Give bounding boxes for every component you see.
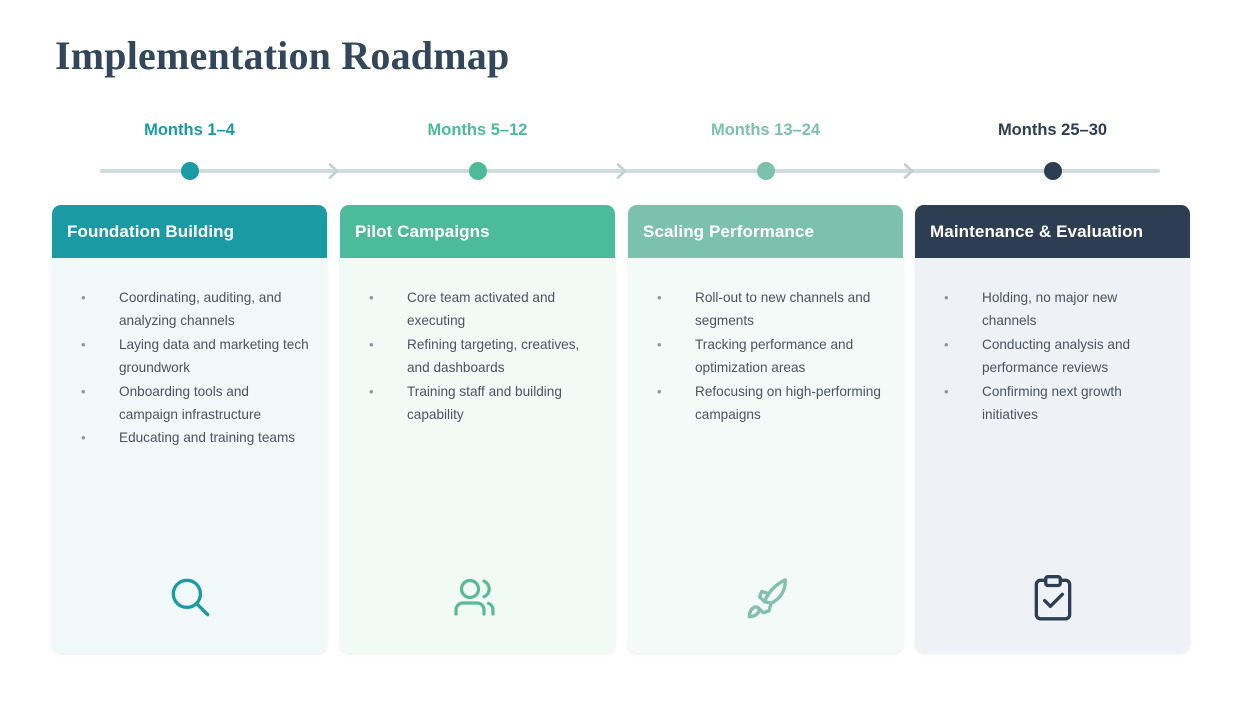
card-header-2: Pilot Campaigns [340, 205, 615, 258]
card-body-2: Core team activated and executingRefinin… [340, 258, 615, 653]
card-title-1: Foundation Building [67, 221, 235, 241]
card-title-3: Scaling Performance [643, 221, 815, 241]
timeline-dot-3 [756, 162, 775, 180]
list-item: Holding, no major new channels [929, 286, 1172, 333]
page-title: Implementation Roadmap [55, 33, 510, 78]
clipboard-check-icon [915, 571, 1190, 625]
list-item: Core team activated and executing [354, 286, 597, 333]
list-item: Educating and training teams [66, 426, 309, 450]
card-body-1: Coordinating, auditing, and analyzing ch… [52, 258, 327, 653]
card-bullet-list-3: Roll-out to new channels and segmentsTra… [642, 286, 885, 426]
list-item: Refocusing on high-performing campaigns [642, 380, 885, 427]
timeline-label-1: Months 1–4 [144, 121, 235, 139]
users-icon [340, 571, 615, 625]
phase-card-3[interactable]: Scaling PerformanceRoll-out to new chann… [628, 205, 903, 653]
list-item: Coordinating, auditing, and analyzing ch… [66, 286, 309, 333]
timeline-label-2: Months 5–12 [427, 121, 528, 139]
timeline-dot-4 [1043, 162, 1062, 180]
timeline-node-2: Months 5–12 [378, 120, 578, 180]
list-item: Confirming next growth initiatives [929, 380, 1172, 427]
card-body-4: Holding, no major new channelsConducting… [915, 258, 1190, 653]
timeline: Months 1–4 Months 5–12 Months 13–24 Months … [0, 120, 1258, 185]
timeline-label-3: Months 13–24 [710, 121, 821, 139]
list-item: Tracking performance and optimization ar… [642, 333, 885, 380]
list-item: Training staff and building capability [354, 380, 597, 427]
rocket-icon [628, 571, 903, 625]
phase-card-2[interactable]: Pilot CampaignsCore team activated and e… [340, 205, 615, 653]
card-header-4: Maintenance & Evaluation [915, 205, 1190, 258]
timeline-arrow-1 [323, 160, 345, 182]
timeline-node-4: Months 25–30 [953, 120, 1153, 180]
timeline-node-3: Months 13–24 [666, 120, 866, 180]
timeline-arrow-2 [611, 160, 633, 182]
card-title-2: Pilot Campaigns [355, 221, 490, 241]
card-header-1: Foundation Building [52, 205, 327, 258]
card-bullet-list-4: Holding, no major new channelsConducting… [929, 286, 1172, 426]
card-bullet-list-1: Coordinating, auditing, and analyzing ch… [66, 286, 309, 450]
magnifier-icon [52, 571, 327, 625]
timeline-node-1: Months 1–4 [90, 120, 290, 180]
list-item: Laying data and marketing tech groundwor… [66, 333, 309, 380]
list-item: Roll-out to new channels and segments [642, 286, 885, 333]
card-body-3: Roll-out to new channels and segmentsTra… [628, 258, 903, 653]
phase-card-1[interactable]: Foundation BuildingCoordinating, auditin… [52, 205, 327, 653]
timeline-track [100, 169, 1160, 173]
timeline-dot-2 [468, 162, 487, 180]
timeline-arrow-3 [898, 160, 920, 182]
timeline-label-4: Months 25–30 [997, 121, 1108, 139]
list-item: Onboarding tools and campaign infrastruc… [66, 380, 309, 427]
list-item: Refining targeting, creatives, and dashb… [354, 333, 597, 380]
card-title-4: Maintenance & Evaluation [930, 221, 1144, 241]
phase-card-4[interactable]: Maintenance & EvaluationHolding, no majo… [915, 205, 1190, 653]
timeline-dot-1 [180, 162, 199, 180]
list-item: Conducting analysis and performance revi… [929, 333, 1172, 380]
card-header-3: Scaling Performance [628, 205, 903, 258]
card-bullet-list-2: Core team activated and executingRefinin… [354, 286, 597, 426]
